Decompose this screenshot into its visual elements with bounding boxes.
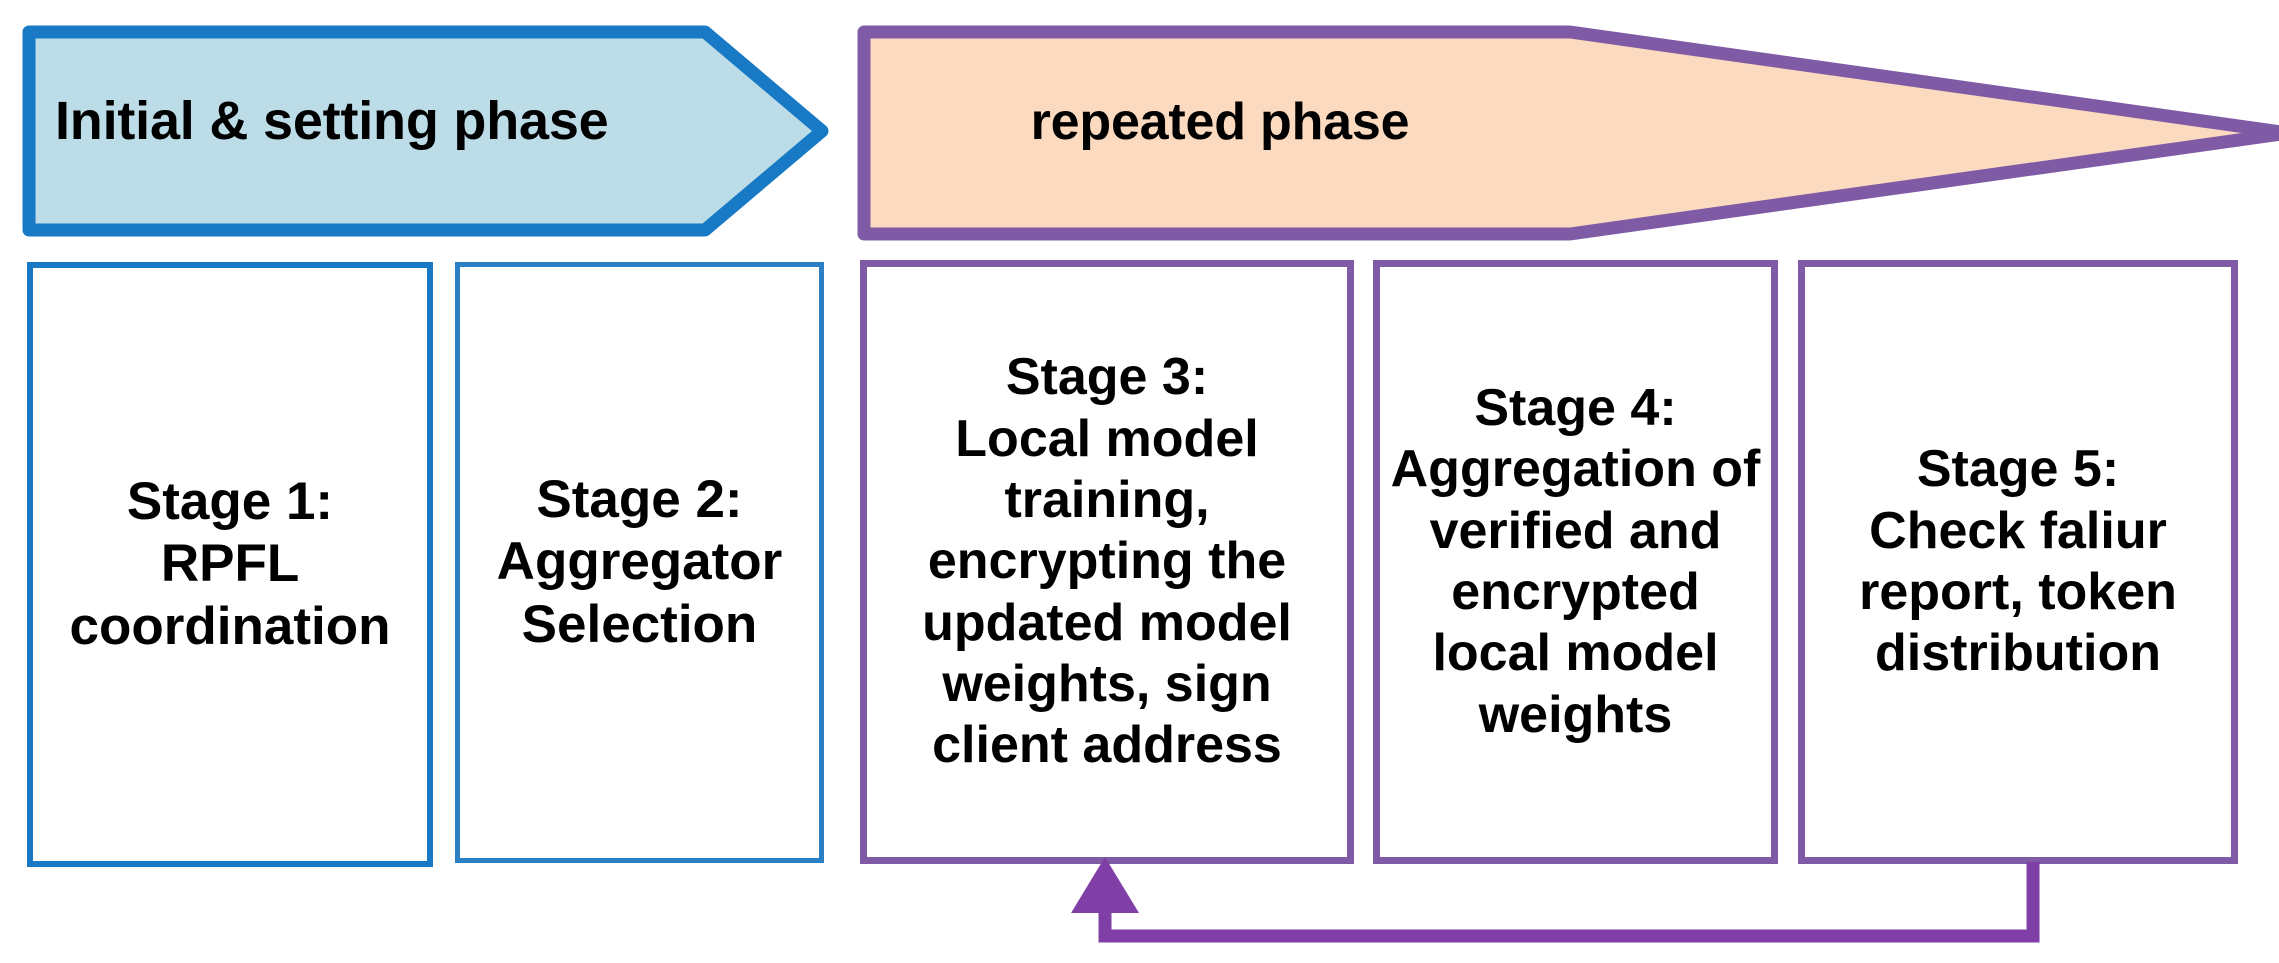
stage-box-2[interactable]: Stage 2: Aggregator Selection: [455, 262, 824, 863]
stage-5-label: Stage 5: Check faliur report, token dist…: [1859, 440, 2177, 683]
stage-1-label: Stage 1: RPFL coordination: [69, 471, 391, 656]
initial-setting-phase-label: Initial & setting phase: [55, 91, 609, 151]
repeated-phase-label: repeated phase: [1030, 93, 1410, 151]
stage-4-label: Stage 4: Aggregation of verified and enc…: [1390, 378, 1761, 744]
stage-box-5[interactable]: Stage 5: Check faliur report, token dist…: [1798, 260, 2238, 864]
stage-box-1[interactable]: Stage 1: RPFL coordination: [27, 262, 433, 867]
stage-box-4[interactable]: Stage 4: Aggregation of verified and enc…: [1373, 260, 1778, 864]
feedback-loop-arrowhead-icon: [1071, 857, 1139, 913]
stage-2-label: Stage 2: Aggregator Selection: [496, 469, 783, 654]
stage-box-3[interactable]: Stage 3: Local model training, encryptin…: [860, 260, 1354, 864]
feedback-loop-path: [1098, 862, 2040, 943]
stage-3-label: Stage 3: Local model training, encryptin…: [922, 348, 1292, 775]
